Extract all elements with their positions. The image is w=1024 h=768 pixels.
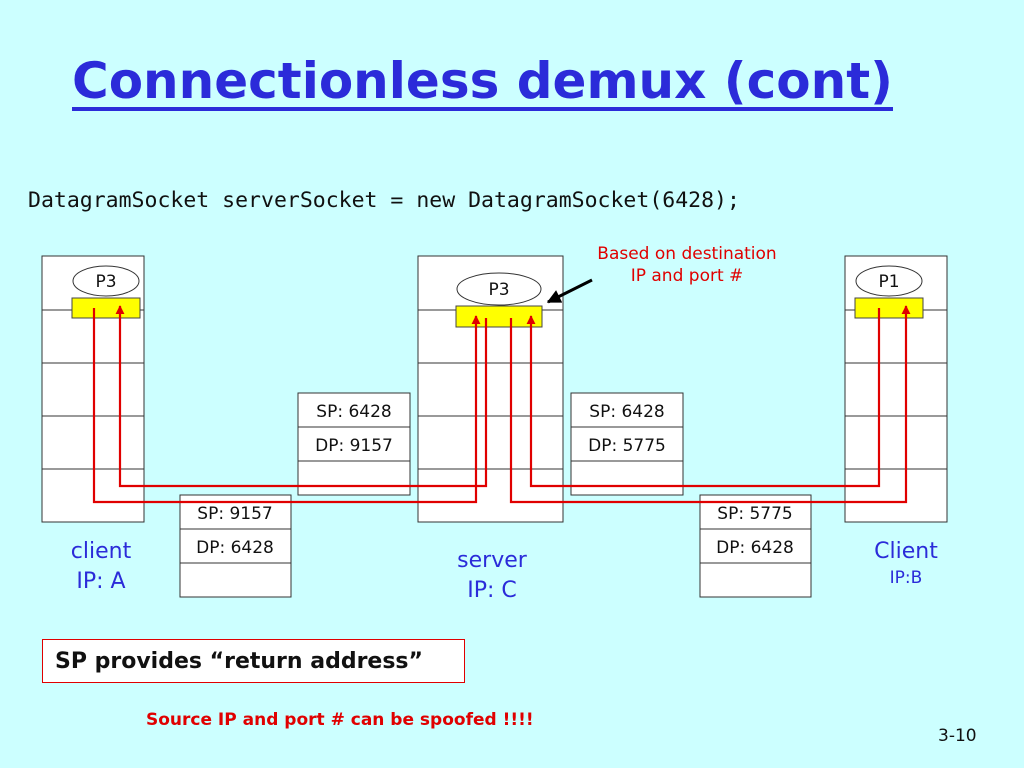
callout-pointer xyxy=(546,278,593,304)
host-ip: IP: A xyxy=(76,569,126,594)
page-number: 3-10 xyxy=(938,726,977,746)
demux-note: Based on destination IP and port # xyxy=(571,243,803,287)
segment-sp: SP: 5775 xyxy=(717,504,792,524)
segment-b-to-server: SP: 5775 DP: 6428 xyxy=(699,494,812,598)
host-name: client xyxy=(70,539,132,564)
arrow-server-to-a xyxy=(115,305,488,488)
socket-client-b xyxy=(854,297,924,319)
segment-sp: SP: 6428 xyxy=(589,402,664,422)
flow-arrows xyxy=(92,305,911,504)
host-name: server xyxy=(457,548,527,573)
segment-server-to-b: SP: 6428 DP: 5775 xyxy=(570,392,684,496)
slide-title: Connectionless demux (cont) xyxy=(72,52,893,110)
svg-text:P3: P3 xyxy=(95,272,116,292)
note-line-2: IP and port # xyxy=(630,266,744,286)
svg-text:P1: P1 xyxy=(878,272,899,292)
return-address-callout: SP provides “return address” xyxy=(42,639,465,683)
label-client-a: client IP: A xyxy=(46,537,156,597)
segment-dp: DP: 6428 xyxy=(196,538,274,558)
label-server: server IP: C xyxy=(422,546,562,606)
segment-dp: DP: 9157 xyxy=(315,436,393,456)
label-client-b: Client IP:B xyxy=(850,537,962,589)
note-line-1: Based on destination xyxy=(597,244,777,264)
code-line: DatagramSocket serverSocket = new Datagr… xyxy=(28,188,740,213)
segment-sp: SP: 6428 xyxy=(316,402,391,422)
host-ip: IP:B xyxy=(889,568,923,588)
segment-a-to-server: SP: 9157 DP: 6428 xyxy=(179,494,292,598)
process-client-b: P1 xyxy=(855,265,923,297)
process-client-a: P3 xyxy=(72,265,140,297)
host-ip: IP: C xyxy=(467,578,517,603)
socket-client-a xyxy=(71,297,141,319)
segment-sp: SP: 9157 xyxy=(197,504,272,524)
arrow-a-to-server xyxy=(92,308,481,504)
arrow-b-to-server xyxy=(526,308,881,488)
socket-server xyxy=(455,305,543,328)
svg-text:P3: P3 xyxy=(488,280,509,300)
segment-dp: DP: 6428 xyxy=(716,538,794,558)
segment-dp: DP: 5775 xyxy=(588,436,666,456)
arrow-server-to-b xyxy=(509,305,911,504)
host-name: Client xyxy=(874,539,938,564)
segment-server-to-a: SP: 6428 DP: 9157 xyxy=(297,392,411,496)
process-server: P3 xyxy=(456,272,542,306)
spoof-warning: Source IP and port # can be spoofed !!!! xyxy=(146,710,534,730)
